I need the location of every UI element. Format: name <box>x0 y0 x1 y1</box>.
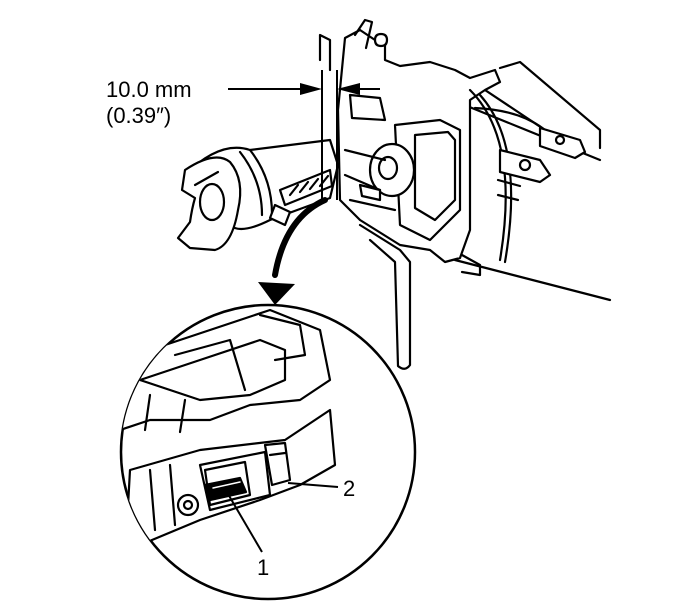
dimension-imperial-label: (0.39″) <box>106 103 171 128</box>
detail-arrow <box>258 197 328 305</box>
detail-magnified-view: 2 1 <box>119 303 417 601</box>
dimension-callout: 10.0 mm (0.39″) <box>106 70 380 200</box>
dimension-metric-label: 10.0 mm <box>106 77 192 102</box>
column-cylinder <box>468 88 587 264</box>
callout-2-leader <box>287 482 339 488</box>
dimension-arrowhead-left <box>300 83 322 95</box>
lock-housing <box>318 18 502 370</box>
callout-label-1: 1 <box>257 555 269 580</box>
dimension-arrowhead-right <box>337 83 360 95</box>
key-head <box>176 156 242 252</box>
callout-label-2: 2 <box>343 476 355 501</box>
callout-1-leader <box>227 493 263 553</box>
